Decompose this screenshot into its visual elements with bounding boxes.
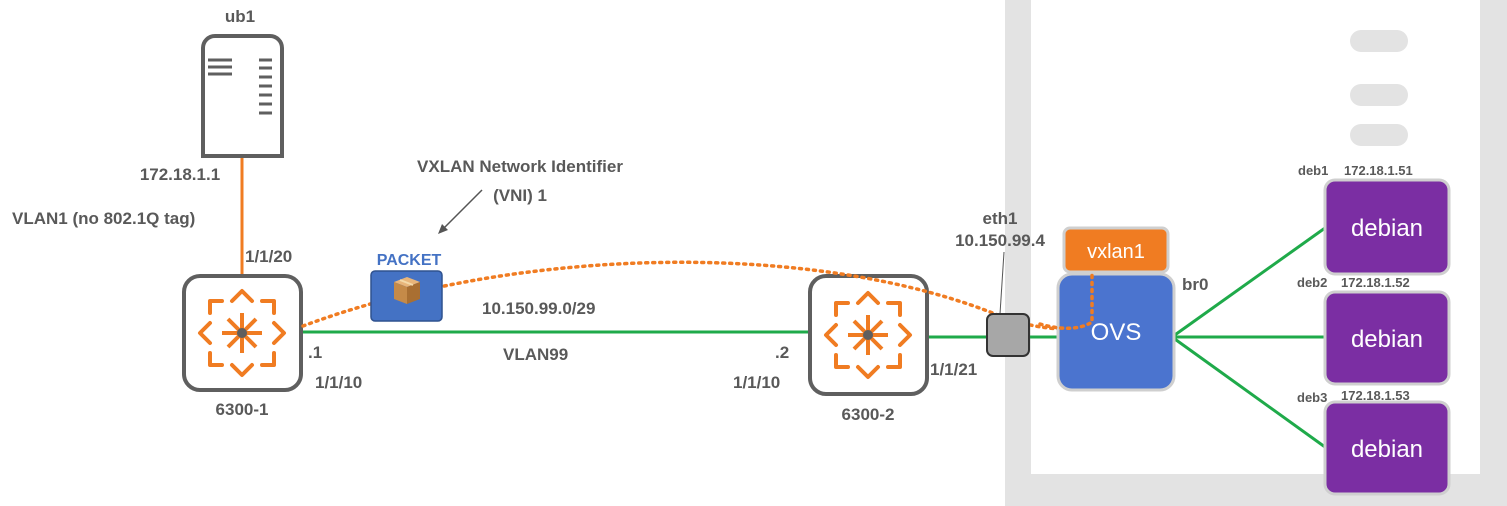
package-box-icon bbox=[370, 270, 443, 322]
eth1-ip: 10.150.99.4 bbox=[955, 231, 1045, 250]
vxlan1-port bbox=[1062, 226, 1170, 274]
container-label: debian bbox=[1351, 436, 1423, 463]
vxlan-tunnel-tail bbox=[1038, 270, 1094, 330]
switch1-ip-suffix: .1 bbox=[308, 343, 322, 362]
container-deb1: deb1 172.18.1.51 debian bbox=[1298, 163, 1451, 276]
container-ip: 172.18.1.51 bbox=[1344, 163, 1413, 178]
host-name: ub1 bbox=[225, 7, 255, 26]
container-deb3: deb3 172.18.1.53 debian bbox=[1297, 388, 1451, 496]
eth1-pointer bbox=[999, 251, 1005, 315]
drive-slot bbox=[1350, 84, 1408, 106]
ovs-link-deb1 bbox=[1171, 226, 1326, 339]
packet-label: PACKET bbox=[377, 252, 442, 269]
drive-slot bbox=[1350, 30, 1408, 52]
container-name: deb1 bbox=[1298, 163, 1328, 178]
drive-slot bbox=[1350, 124, 1408, 146]
vlan1-note: VLAN1 (no 802.1Q tag) bbox=[12, 209, 195, 228]
switch-6300-1 bbox=[182, 274, 303, 392]
link-subnet: 10.150.99.0/29 bbox=[482, 299, 595, 318]
container-label: debian bbox=[1351, 326, 1423, 353]
container-ip: 172.18.1.52 bbox=[1341, 275, 1410, 290]
link-vlan: VLAN99 bbox=[503, 345, 568, 364]
ovs-link-deb3 bbox=[1171, 335, 1326, 449]
host-uplink-port: 1/1/20 bbox=[245, 247, 292, 266]
eth1-port bbox=[986, 313, 1030, 357]
switch2-ip-suffix: .2 bbox=[775, 343, 789, 362]
host-ip: 172.18.1.1 bbox=[140, 165, 220, 184]
vni-label-line2: (VNI) 1 bbox=[493, 186, 547, 205]
server-tower-icon bbox=[201, 34, 284, 158]
container-name: deb3 bbox=[1297, 390, 1327, 405]
switch2-port-right: 1/1/21 bbox=[930, 360, 977, 379]
vni-pointer-arrow bbox=[438, 189, 483, 234]
container-label: debian bbox=[1351, 215, 1423, 242]
vni-label-line1: VXLAN Network Identifier bbox=[417, 157, 623, 176]
container-deb2: deb2 172.18.1.52 debian bbox=[1297, 275, 1451, 386]
switch2-port-left: 1/1/10 bbox=[733, 373, 780, 392]
switch1-port: 1/1/10 bbox=[315, 373, 362, 392]
switch-6300-2 bbox=[808, 274, 929, 396]
ovs-label: OVS bbox=[1091, 319, 1142, 346]
container-ip: 172.18.1.53 bbox=[1341, 388, 1410, 403]
vxlan1-label: vxlan1 bbox=[1087, 241, 1145, 263]
ovs-bridge bbox=[1056, 272, 1176, 392]
container-name: deb2 bbox=[1297, 275, 1327, 290]
switch1-name: 6300-1 bbox=[216, 400, 269, 419]
bridge-name: br0 bbox=[1182, 275, 1208, 294]
eth1-label: eth1 bbox=[983, 209, 1018, 228]
switch2-name: 6300-2 bbox=[842, 405, 895, 424]
